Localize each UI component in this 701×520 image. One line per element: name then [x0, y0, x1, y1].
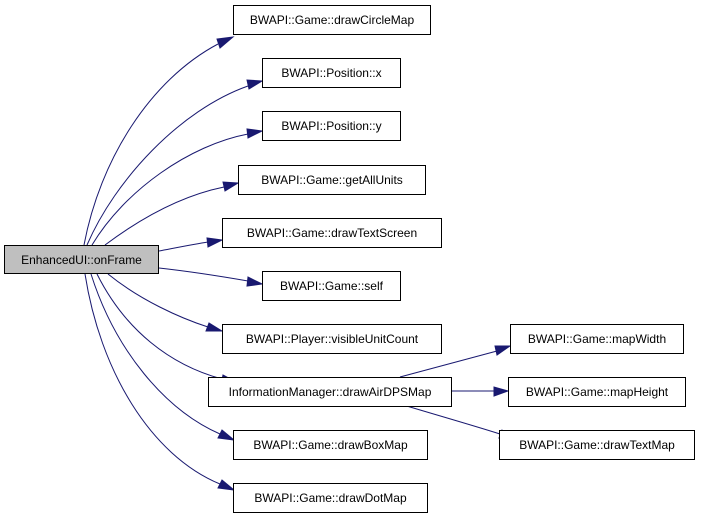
node-mapwidth[interactable]: BWAPI::Game::mapWidth — [510, 324, 684, 354]
arrowhead — [246, 79, 264, 90]
node-drawboxmap[interactable]: BWAPI::Game::drawBoxMap — [233, 430, 428, 460]
edge-onframe-to-drawcirclemap — [83, 43, 219, 246]
arrowhead — [206, 237, 224, 248]
arrowhead — [246, 128, 264, 139]
node-game-self[interactable]: BWAPI::Game::self — [262, 271, 401, 301]
edge-onframe-to-getallunits — [104, 186, 225, 246]
arrowhead — [493, 386, 510, 397]
node-position-y[interactable]: BWAPI::Position::y — [262, 111, 401, 141]
edge-onframe-to-visibleunitcount — [107, 273, 209, 328]
arrowhead — [222, 181, 240, 192]
edge-drawairdpsmap-to-mapwidth — [399, 350, 498, 378]
edge-onframe-to-drawdotmap — [84, 273, 221, 485]
arrowhead — [217, 479, 236, 491]
node-drawairdpsmap[interactable]: InformationManager::drawAirDPSMap — [208, 377, 452, 407]
edge-onframe-to-drawboxmap — [90, 273, 221, 435]
node-drawdotmap[interactable]: BWAPI::Game::drawDotMap — [233, 483, 428, 513]
arrowhead — [216, 36, 235, 49]
edge-onframe-to-position-x — [86, 85, 249, 246]
edge-drawairdpsmap-to-drawtextmap — [399, 403, 501, 435]
edge-onframe-to-position-y — [91, 133, 249, 246]
arrowhead — [217, 429, 236, 441]
node-visibleunitcount[interactable]: BWAPI::Player::visibleUnitCount — [222, 324, 442, 354]
edge-onframe-to-self — [158, 267, 249, 282]
node-position-x[interactable]: BWAPI::Position::x — [262, 58, 401, 88]
arrowhead — [205, 322, 224, 332]
edge-onframe-to-drawairdpsmap — [96, 273, 223, 380]
arrowhead — [494, 345, 512, 356]
node-mapheight[interactable]: BWAPI::Game::mapHeight — [508, 377, 686, 407]
node-drawtextscreen[interactable]: BWAPI::Game::drawTextScreen — [222, 218, 442, 248]
edge-onframe-to-drawtextscreen — [158, 241, 209, 252]
node-getallunits[interactable]: BWAPI::Game::getAllUnits — [238, 165, 426, 195]
node-enhancedui-onframe[interactable]: EnhancedUI::onFrame — [4, 245, 159, 274]
node-drawcirclemap[interactable]: BWAPI::Game::drawCircleMap — [233, 5, 431, 35]
node-drawtextmap[interactable]: BWAPI::Game::drawTextMap — [499, 430, 695, 460]
arrowhead — [246, 276, 264, 287]
